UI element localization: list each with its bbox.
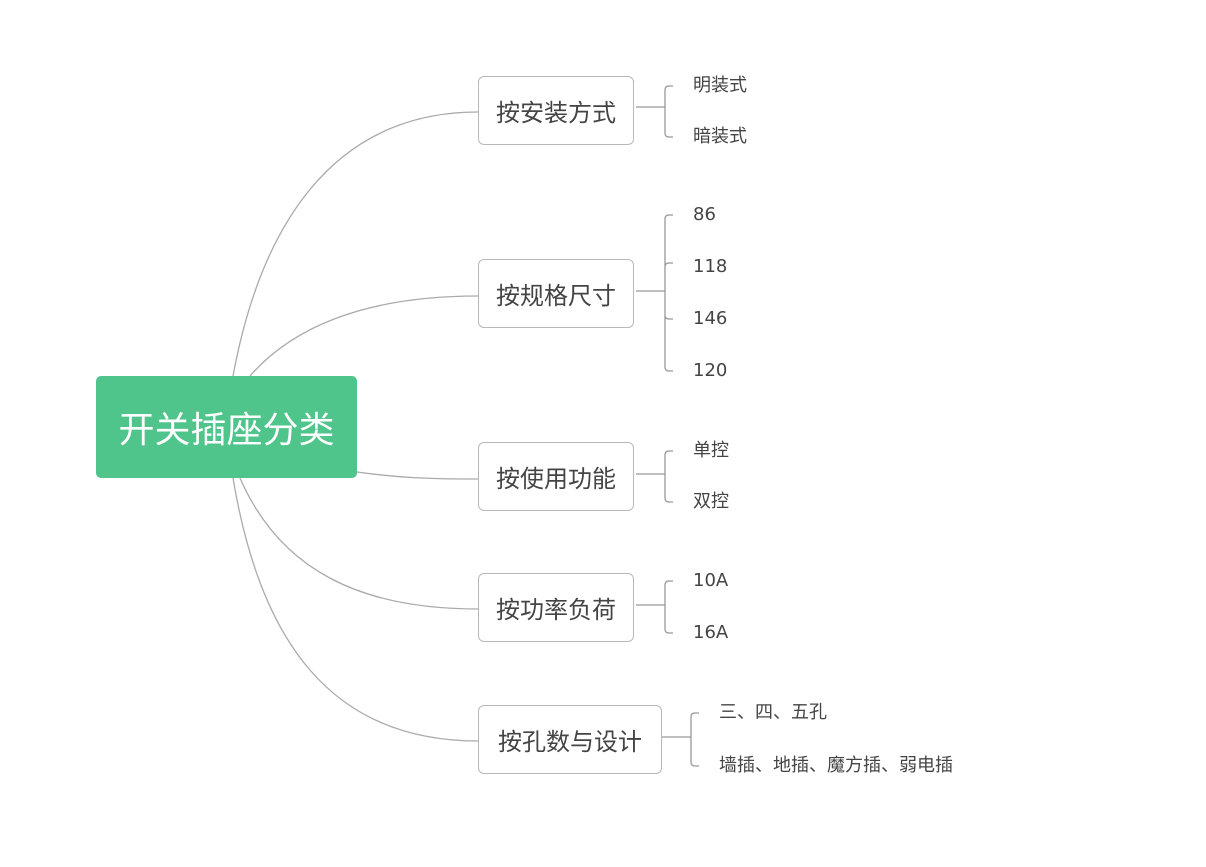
leaf-topic[interactable]: 146 bbox=[693, 308, 728, 329]
bracket-branch-5 bbox=[662, 712, 699, 767]
leaf-topic[interactable]: 单控 bbox=[693, 440, 729, 461]
bracket-branch-4 bbox=[636, 580, 673, 634]
leaf-topic[interactable]: 暗装式 bbox=[693, 126, 747, 147]
connector-root-branch-5 bbox=[232, 477, 479, 742]
bracket-branch-1 bbox=[636, 85, 673, 138]
bracket-branch-3 bbox=[636, 450, 673, 503]
leaf-topic[interactable]: 双控 bbox=[693, 491, 729, 512]
bracket-branch-2 bbox=[636, 214, 673, 372]
branch-topic-size[interactable]: 按规格尺寸 bbox=[478, 259, 634, 328]
leaf-topic[interactable]: 120 bbox=[693, 360, 728, 381]
connector-root-branch-4 bbox=[239, 477, 479, 610]
leaf-topic[interactable]: 118 bbox=[693, 256, 728, 277]
leaf-topic[interactable]: 10A bbox=[693, 570, 729, 591]
branch-topic-power[interactable]: 按功率负荷 bbox=[478, 573, 634, 642]
leaf-topic[interactable]: 三、四、五孔 bbox=[719, 702, 827, 723]
branch-topic-holes-design[interactable]: 按孔数与设计 bbox=[478, 705, 662, 774]
leaf-topic[interactable]: 16A bbox=[693, 622, 729, 643]
connector-root-branch-1 bbox=[232, 111, 479, 377]
connector-root-branch-3 bbox=[356, 471, 479, 480]
leaf-topic[interactable]: 墙插、地插、魔方插、弱电插 bbox=[719, 755, 953, 776]
connector-root-branch-2 bbox=[249, 295, 479, 377]
branch-topic-installation[interactable]: 按安装方式 bbox=[478, 76, 634, 145]
leaf-topic[interactable]: 86 bbox=[693, 204, 716, 225]
root-topic[interactable]: 开关插座分类 bbox=[96, 376, 357, 478]
leaf-topic[interactable]: 明装式 bbox=[693, 75, 747, 96]
branch-topic-function[interactable]: 按使用功能 bbox=[478, 442, 634, 511]
